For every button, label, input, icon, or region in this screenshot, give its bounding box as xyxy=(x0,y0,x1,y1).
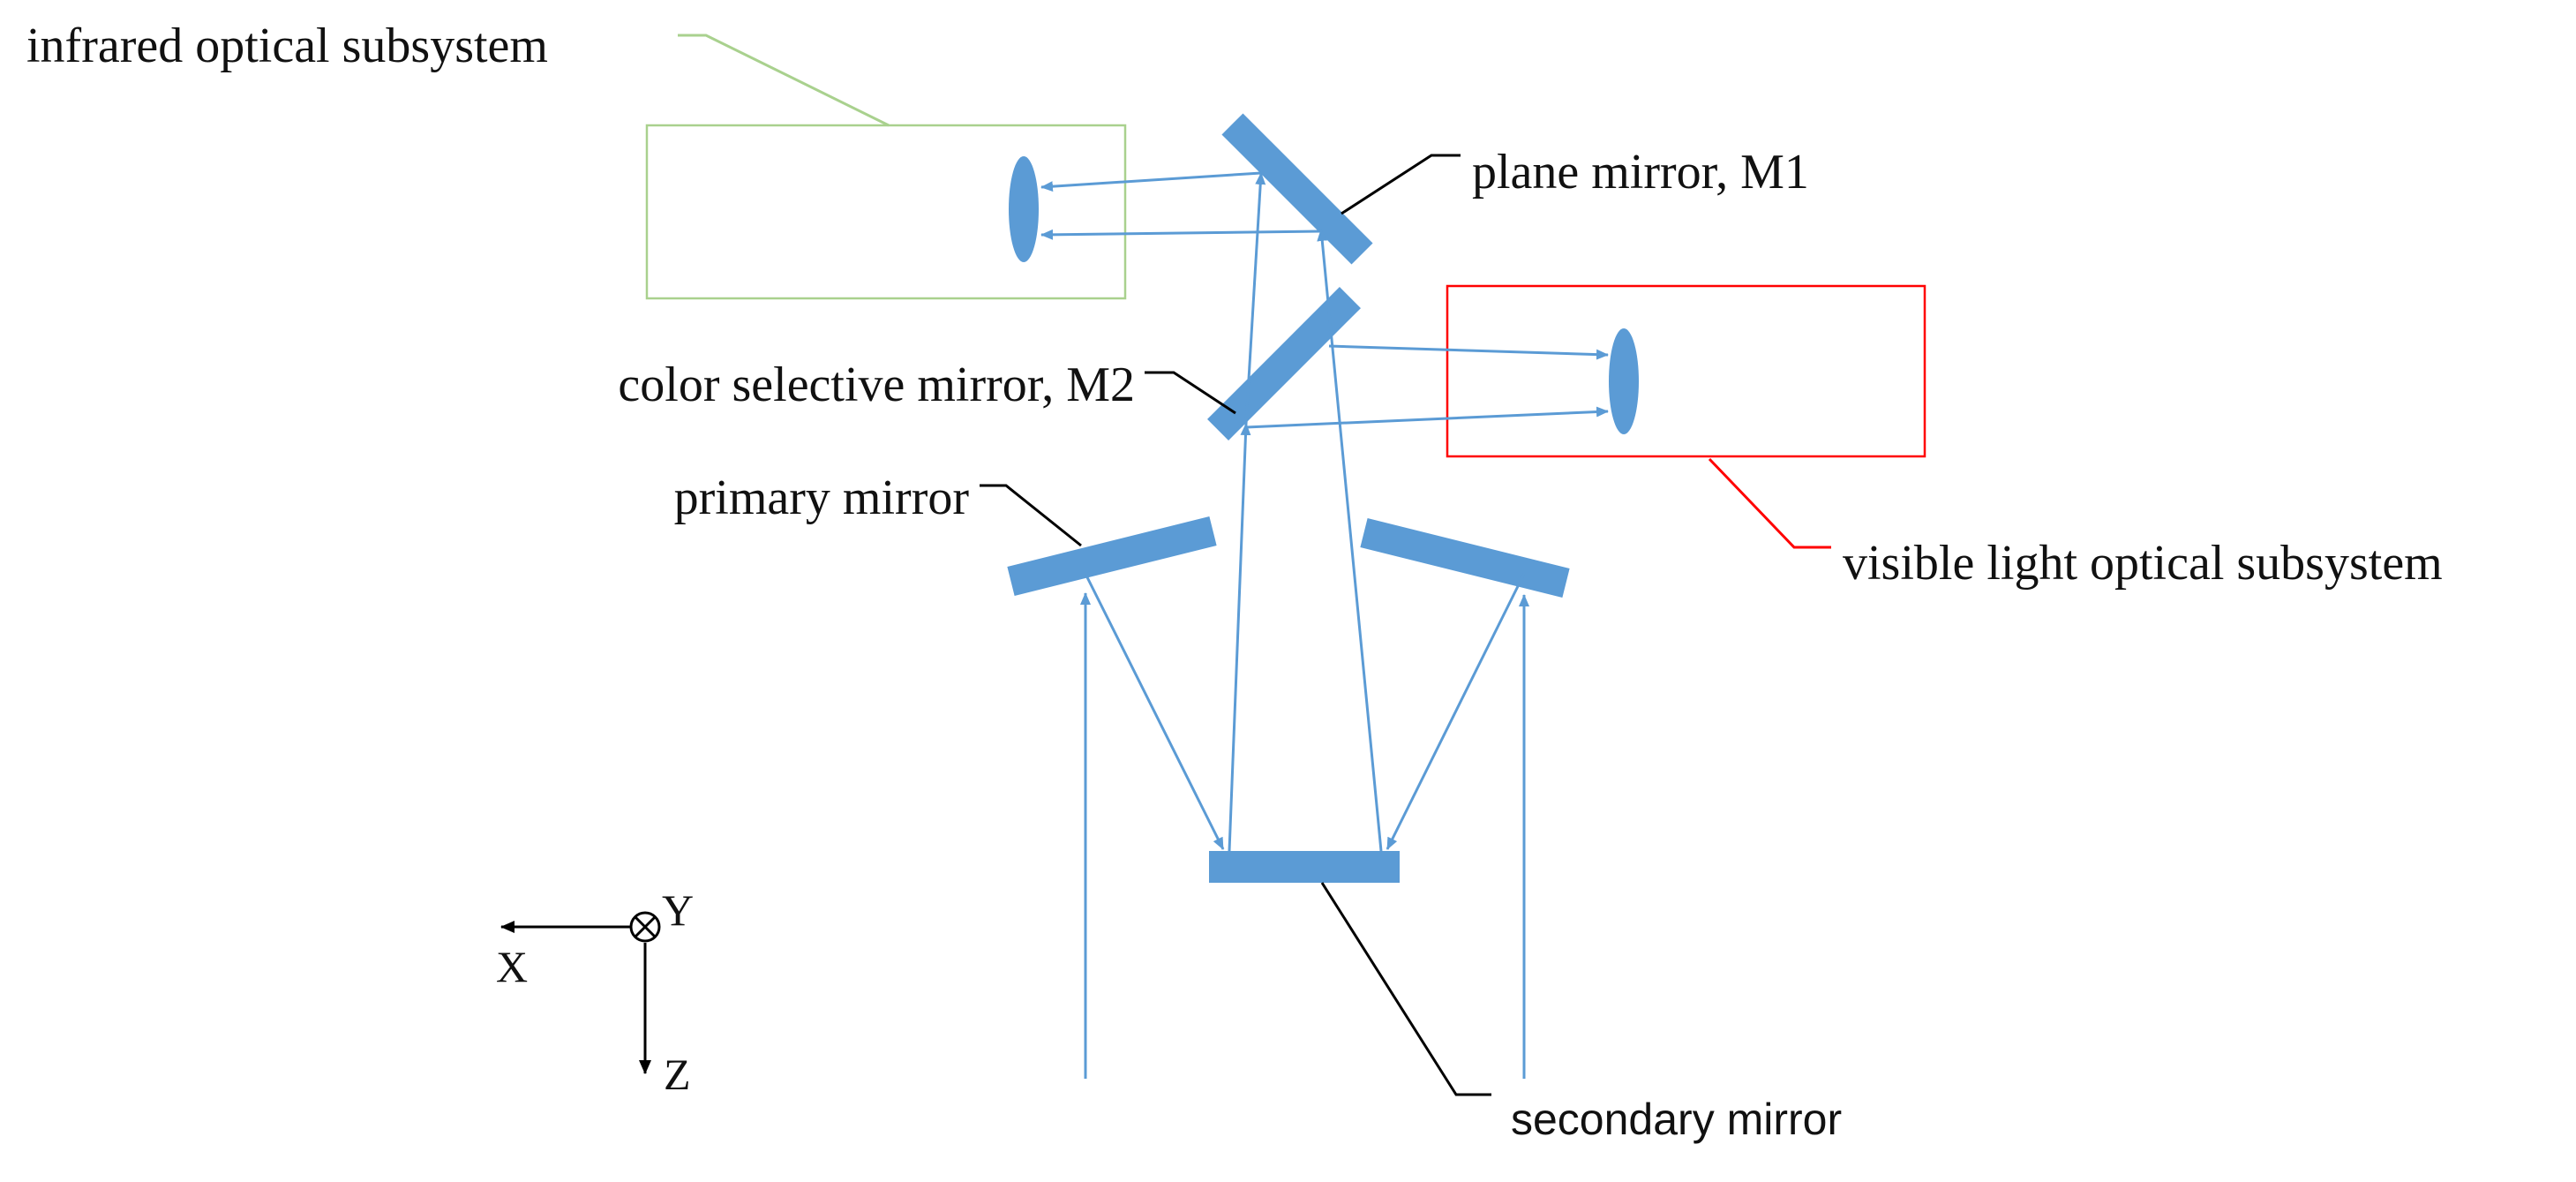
visible-label: visible light optical subsystem xyxy=(1843,536,2443,591)
primary-mirror-left xyxy=(1007,516,1217,597)
axis-x-label: X xyxy=(496,942,528,991)
secondary-mirror xyxy=(1209,851,1400,883)
infrared-lens xyxy=(1009,156,1039,262)
plane-mirror-label: plane mirror, M1 xyxy=(1472,145,1809,200)
primary-mirror-right xyxy=(1360,517,1570,599)
secondary-mirror-label: secondary mirror xyxy=(1511,1095,1842,1144)
axis-y-label: Y xyxy=(662,885,694,935)
visible-subsystem-box xyxy=(1446,284,1926,458)
primary-mirror-leader xyxy=(980,484,1082,547)
coordinate-axes: X Y Z xyxy=(496,885,694,1099)
visible-leader xyxy=(1708,457,1831,549)
infrared-label: infrared optical subsystem xyxy=(26,19,548,73)
visible-lens xyxy=(1609,328,1639,434)
plane-mirror-m1 xyxy=(1221,113,1373,265)
color-selective-label: color selective mirror, M2 xyxy=(618,358,1135,412)
axis-z-label: Z xyxy=(664,1050,691,1099)
color-selective-leader xyxy=(1145,371,1236,415)
color-selective-mirror-m2 xyxy=(1207,287,1361,440)
light-rays xyxy=(1040,171,1609,1079)
secondary-mirror-leader xyxy=(1320,882,1491,1096)
infrared-leader xyxy=(678,34,890,127)
into-page-icon xyxy=(629,911,661,943)
infrared-subsystem-box xyxy=(645,124,1127,300)
primary-mirror-label: primary mirror xyxy=(674,471,970,525)
plane-mirror-leader xyxy=(1341,154,1461,215)
